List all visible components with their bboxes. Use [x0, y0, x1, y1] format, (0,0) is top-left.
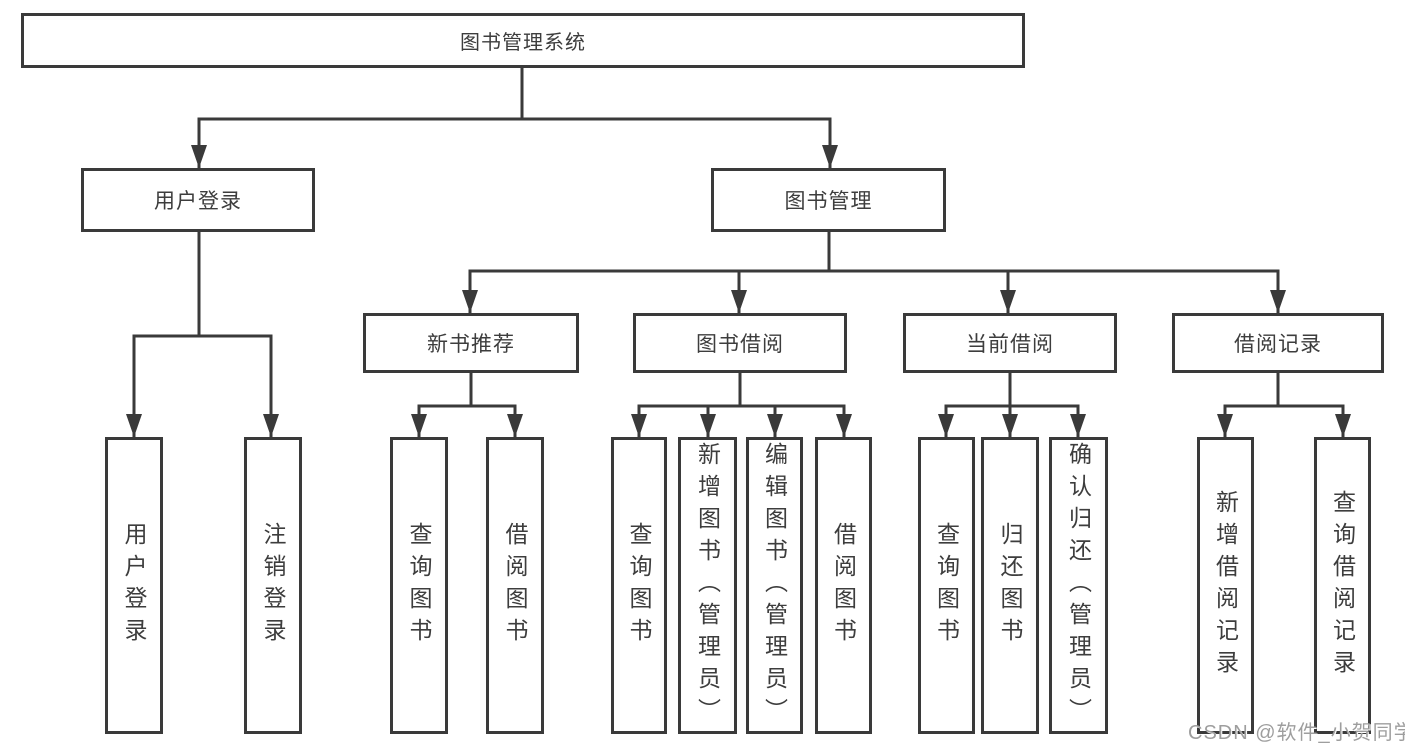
leaf-borrow-books-1: 借阅图书	[486, 437, 544, 734]
arrowhead-icons	[126, 145, 1351, 437]
node-user-login-branch: 用户登录	[81, 168, 315, 232]
leaf-return-books: 归还图书	[981, 437, 1039, 734]
leaf-query-books-3: 查询图书	[918, 437, 975, 734]
leaf-user-login: 用户登录	[105, 437, 163, 734]
node-book-borrowing: 图书借阅	[633, 313, 847, 373]
connector-paths	[132, 66, 1345, 437]
node-new-book-recommendation: 新书推荐	[363, 313, 579, 373]
leaf-borrow-books-2: 借阅图书	[815, 437, 872, 734]
leaf-add-borrow-record: 新增借阅记录	[1197, 437, 1254, 734]
node-book-management-branch: 图书管理	[711, 168, 946, 232]
node-current-borrowing: 当前借阅	[903, 313, 1117, 373]
node-root-book-management-system: 图书管理系统	[21, 13, 1025, 68]
leaf-logout: 注销登录	[244, 437, 302, 734]
leaf-query-borrow-record: 查询借阅记录	[1314, 437, 1371, 734]
csdn-watermark: CSDN @软件_小贺同学	[1188, 722, 1405, 744]
leaf-query-books-1: 查询图书	[390, 437, 448, 734]
leaf-confirm-return-admin: 确认归还（管理员）	[1049, 437, 1108, 734]
node-borrowing-records: 借阅记录	[1172, 313, 1384, 373]
leaf-edit-books-admin: 编辑图书（管理员）	[746, 437, 803, 734]
leaf-add-books-admin: 新增图书（管理员）	[678, 437, 737, 734]
leaf-query-books-2: 查询图书	[611, 437, 667, 734]
